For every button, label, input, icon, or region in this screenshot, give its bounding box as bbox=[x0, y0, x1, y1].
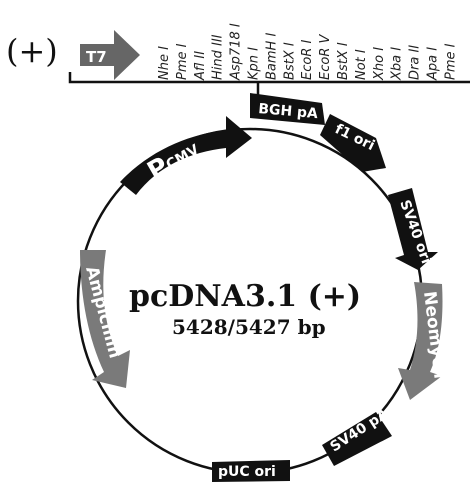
feature-neo: Neomycin bbox=[398, 282, 450, 400]
feature-arrow-amp bbox=[80, 250, 130, 388]
restriction-site: Pme I bbox=[175, 43, 190, 80]
feature-arrow-neo bbox=[398, 282, 443, 400]
feature-arrow-sv40ori bbox=[388, 188, 438, 270]
feature-label-puc: pUC ori bbox=[218, 464, 276, 480]
restriction-site: Xho I bbox=[372, 47, 387, 81]
plasmid-name: pcDNA3.1 (+) bbox=[129, 279, 361, 314]
restriction-site: Asp718 I bbox=[229, 23, 244, 81]
plasmid-size: 5428/5427 bp bbox=[172, 315, 326, 339]
feature-arrow-f1 bbox=[320, 114, 386, 172]
restriction-site: EcoR V bbox=[318, 34, 333, 80]
feature-sv40ori: SV40 ori bbox=[388, 188, 438, 270]
feature-arrow-puc bbox=[212, 460, 290, 482]
restriction-site: Not I bbox=[354, 49, 369, 80]
restriction-site: BstX I bbox=[336, 42, 351, 80]
restriction-site: Apa I bbox=[426, 47, 441, 81]
feature-puc: pUC ori bbox=[212, 460, 290, 482]
feature-sv40pa: SV40 pA bbox=[322, 406, 392, 466]
restriction-site: Xba I bbox=[390, 47, 405, 81]
feature-pcmv: PCMV bbox=[120, 116, 252, 195]
feature-label-bgh: BGH pA bbox=[258, 101, 319, 122]
feature-arrow-sv40pa bbox=[322, 412, 392, 466]
restriction-site: Afl II bbox=[193, 51, 208, 81]
feature-arrow-bgh bbox=[250, 93, 325, 125]
restriction-site: BstX I bbox=[282, 42, 297, 80]
t7-arrow bbox=[80, 30, 140, 80]
restriction-site: Pme I bbox=[443, 43, 458, 80]
feature-amp: Ampicillin bbox=[80, 250, 130, 388]
restriction-site: EcoR I bbox=[300, 40, 315, 80]
feature-bgh: BGH pA bbox=[250, 93, 325, 125]
restriction-site: BamH I bbox=[264, 33, 279, 80]
orientation-label: (+) bbox=[6, 32, 58, 70]
restriction-site: Hind III bbox=[211, 34, 226, 80]
restriction-site: Nhe I bbox=[157, 46, 172, 80]
mcs-baseline bbox=[68, 72, 470, 84]
restriction-site: Dra II bbox=[408, 45, 423, 80]
restriction-site: Kpn I bbox=[247, 47, 262, 80]
feature-arrow-pcmv bbox=[120, 116, 252, 195]
feature-f1: f1 ori bbox=[320, 114, 386, 172]
t7-label: T7 bbox=[86, 48, 107, 66]
